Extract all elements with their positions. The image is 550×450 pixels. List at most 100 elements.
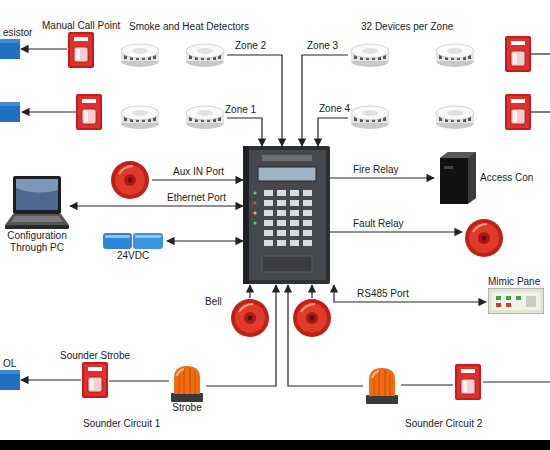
strobe: Strobe [170, 364, 204, 414]
sounder-circuit-wire [401, 384, 453, 385]
device-label: 24VDC [117, 250, 149, 262]
callout-label: Zone 3 [306, 40, 339, 52]
power-wire [167, 240, 243, 241]
callout-label: RS485 Port [356, 288, 410, 300]
device-label: Strobe [172, 402, 201, 414]
device-symbol [103, 233, 163, 249]
wiring [22, 54, 550, 386]
device-wire [531, 53, 550, 54]
sounder-device [76, 94, 102, 130]
device-symbol [5, 176, 69, 229]
connector-wire [21, 379, 81, 380]
panel-display [258, 167, 316, 181]
device-wire [531, 111, 550, 112]
device-icon [5, 176, 69, 230]
bell-wire [249, 285, 250, 298]
device-symbol [171, 366, 203, 402]
panel-housing [243, 146, 330, 284]
bell [231, 299, 269, 337]
callout-label: Aux IN Port [172, 166, 225, 178]
smoke-detector [351, 106, 389, 129]
device-icon [488, 288, 544, 314]
callout-label: Smoke and Heat Detectors [128, 21, 250, 33]
battery-supply: 24VDC [102, 232, 164, 262]
callout-label: Fault Relay [352, 218, 405, 230]
eol-resistor-box: esistor [0, 27, 32, 59]
heat-detector [436, 44, 474, 67]
panel-front [249, 150, 326, 280]
eol-wire [22, 111, 76, 112]
fault-bell [465, 219, 503, 257]
manual-call-point: Manual Call Point [42, 20, 120, 68]
sounder-devices [0, 36, 531, 404]
heat-detector [186, 106, 224, 129]
panel-leds [253, 191, 256, 224]
device-icon [68, 32, 94, 68]
access-control: Access Con [436, 152, 533, 204]
zone-wire [227, 55, 282, 146]
heat-detector [436, 106, 474, 129]
panel-hinge [243, 146, 249, 284]
connector-wire [21, 48, 67, 49]
zone-wire [318, 118, 348, 146]
sounder-device [505, 36, 531, 72]
fire-alarm-panel [243, 146, 330, 284]
device-symbol [488, 288, 544, 314]
callout-label: 32 Devices per Zone [360, 21, 454, 33]
smoke-detector [351, 44, 389, 67]
connector-wire [109, 380, 169, 381]
ethernet-wire [70, 205, 243, 206]
panel-lower-plate [262, 256, 312, 272]
sounder-circuit-wire [288, 285, 363, 386]
strobe [366, 368, 398, 404]
detector-row [121, 44, 474, 129]
device-icon [82, 362, 108, 398]
device-symbol [440, 152, 476, 204]
callout-label: Zone 2 [234, 40, 267, 52]
eol-resistor-box [0, 102, 20, 122]
callout-label: Bell [204, 296, 223, 308]
panel-logo-strip [262, 155, 312, 161]
device-symbol [68, 32, 94, 68]
smoke-detector [121, 44, 159, 67]
device-label: OL [0, 358, 16, 370]
smoke-detector [121, 106, 159, 129]
device-icon [436, 152, 476, 204]
fire-relay-wire [330, 177, 434, 178]
device-icon [0, 370, 20, 390]
device-symbol [82, 362, 108, 398]
sounder-device [505, 94, 531, 130]
callout-label: Zone 1 [224, 104, 257, 116]
fault-relay-wire [330, 231, 462, 232]
device-symbol [0, 39, 20, 59]
device-icon [0, 39, 20, 59]
callout-label: Zone 4 [318, 103, 351, 115]
sounder-circuit-wire [483, 381, 550, 382]
bell [293, 299, 331, 337]
device-icon [170, 364, 204, 402]
callout-label: Ethernet Port [166, 192, 227, 204]
zone-wire [302, 55, 348, 146]
callout-label: Sounder Circuit 1 [82, 418, 161, 430]
zone-wire [227, 118, 262, 146]
device-label: Manual Call Point [42, 20, 120, 32]
sounder-strobe: Sounder Strobe [60, 350, 130, 398]
bell-wire [311, 285, 312, 298]
callout-label: Fire Relay [352, 164, 400, 176]
device-symbol [0, 370, 20, 390]
device-label: esistor [0, 27, 32, 39]
panel-keypad [264, 190, 312, 246]
device-label: Sounder Strobe [60, 350, 130, 362]
config-laptop: Configuration Through PC [0, 176, 74, 254]
heat-detector [186, 44, 224, 67]
device-label: Access Con [480, 172, 533, 184]
callout-label: Sounder Circuit 2 [404, 418, 483, 430]
aux-bell [111, 161, 149, 199]
sounder-strobe [455, 364, 481, 400]
bottom-frame-bar [0, 440, 550, 450]
device-label: Mimic Pane [488, 276, 540, 288]
device-icon [102, 232, 164, 250]
eol-resistor-box: OL [0, 358, 20, 390]
mimic-panel: Mimic Pane [488, 276, 544, 314]
